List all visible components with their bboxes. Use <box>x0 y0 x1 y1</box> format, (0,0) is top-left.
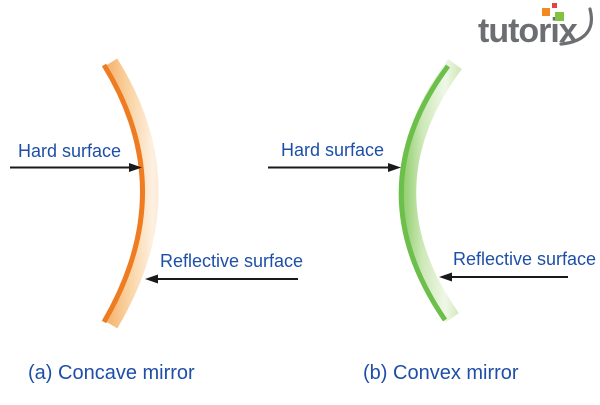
concave-reflective-surface-label: Reflective surface <box>160 251 304 271</box>
concave-hard-surface-arrow <box>10 163 142 172</box>
convex-mirror-edge-stripe <box>398 64 451 322</box>
concave-mirror-arc <box>102 58 159 329</box>
logo-swoosh-icon <box>559 7 593 46</box>
convex-reflective-surface-arrow <box>439 272 568 282</box>
concave-reflective-surface-arrow <box>145 274 298 284</box>
convex-hard-surface-arrow <box>268 163 401 172</box>
logo-dot-orange-icon <box>542 8 550 16</box>
logo: tutorix <box>476 2 600 52</box>
logo-dot-red-icon <box>552 3 557 8</box>
concave-mirror-caption: (a) Concave mirror <box>28 362 195 384</box>
convex-hard-surface-label: Hard surface <box>281 140 385 160</box>
concave-hard-surface-label: Hard surface <box>18 141 122 161</box>
logo-dot-green-icon <box>555 12 564 21</box>
convex-mirror-arc <box>399 58 462 323</box>
convex-reflective-surface-label: Reflective surface <box>453 249 597 269</box>
concave-mirror-edge-stripe <box>101 63 145 324</box>
convex-mirror-caption: (b) Convex mirror <box>363 362 519 384</box>
